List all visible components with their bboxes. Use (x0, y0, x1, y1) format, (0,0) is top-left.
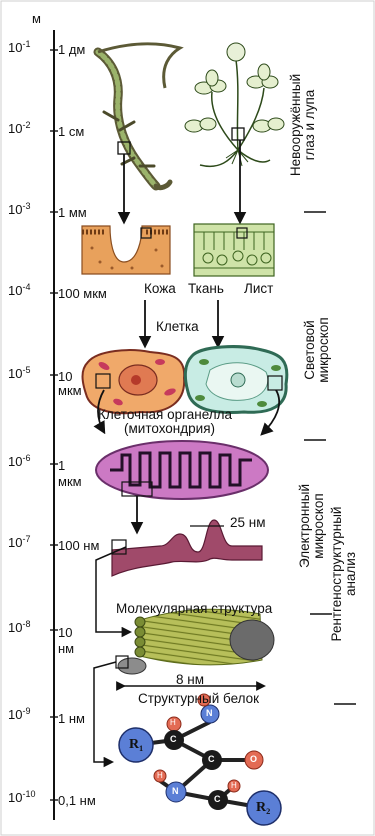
label-skin: Кожа (144, 282, 176, 296)
arrow-protein-molecule (94, 662, 116, 762)
label-r1: R₁ (129, 738, 143, 752)
atom-c: C (170, 735, 177, 744)
atom-c: C (214, 795, 221, 804)
label-r2: R₂ (256, 801, 270, 815)
scale-tick-label: 100 нм (58, 538, 99, 553)
label-cell: Клетка (156, 320, 199, 334)
atom-h: H (170, 719, 176, 727)
scale-exp: 10-10 (8, 790, 35, 805)
mitochondrion (96, 441, 268, 499)
atom-c: C (208, 755, 215, 764)
unit-label: м (32, 12, 41, 25)
scale-exp: 10-2 (8, 121, 30, 136)
method-xray-analysis: Рентгеноструктурныйанализ (330, 458, 358, 690)
atom-n: N (206, 709, 213, 718)
scale-exp: 10-3 (8, 202, 30, 217)
scale-tick-label: 0,1 нм (58, 793, 96, 808)
label-leaf: Лист (244, 282, 273, 296)
scale-tick-label: 1 мкм (58, 458, 82, 489)
scale-exp: 10-7 (8, 535, 30, 550)
scale-exp: 10-5 (8, 366, 30, 381)
scale-exp: 10-9 (8, 707, 30, 722)
atom-h: H (231, 782, 237, 790)
scale-tick-label: 1 см (58, 124, 84, 139)
label-organelle: Клеточная органелла (98, 408, 232, 422)
plant-cell (185, 347, 287, 413)
scale-tick-label: 1 нм (58, 711, 85, 726)
scale-tick-label: 10 мкм (58, 370, 82, 399)
atom-n: N (172, 787, 179, 796)
method-light-microscope: Световоймикроскоп (303, 296, 331, 404)
scale-exp: 10-6 (8, 454, 30, 469)
scale-tick-label: 1 мм (58, 205, 87, 220)
atom-o: O (250, 755, 257, 764)
lizard-drawing (98, 44, 180, 188)
label-organelle-sub: (митохондрия) (124, 422, 215, 436)
atom-h: H (157, 772, 163, 780)
leaf-section (194, 224, 274, 276)
label-tissue: Ткань (188, 282, 224, 296)
scale-tick-label: 100 мкм (58, 286, 107, 301)
scale-exp: 10-4 (8, 283, 30, 298)
scale-exp: 10-1 (8, 40, 30, 55)
label-scale-8nm: 8 нм (176, 673, 204, 687)
scale-exp: 10-8 (8, 620, 30, 635)
animal-cell (83, 350, 185, 413)
label-molecular: Молекулярная структура (116, 602, 272, 616)
method-naked-eye: Невооружённыйглаз и лупа (289, 50, 317, 200)
scale-tick-label: 1 дм (58, 42, 85, 57)
label-scale-25nm: 25 нм (230, 516, 266, 530)
method-electron-microscope: Электронныймикроскоп (298, 458, 326, 594)
clover-drawing (185, 43, 284, 166)
skin-section (82, 226, 170, 274)
label-protein: Структурный белок (138, 692, 259, 706)
molecular-structure (116, 609, 274, 674)
scale-tick-label: 10 нм (58, 625, 74, 656)
